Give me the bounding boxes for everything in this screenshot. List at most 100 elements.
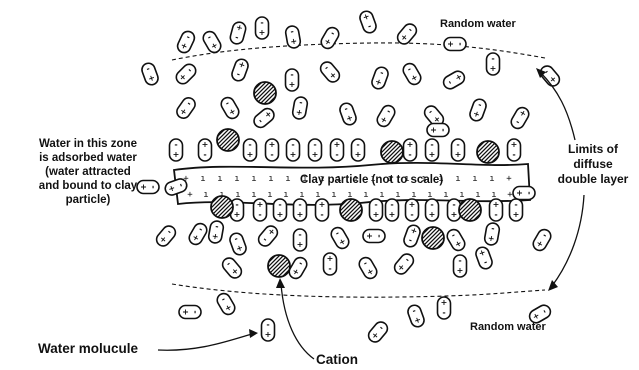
adsorbed-water-note-line: and bound to clay xyxy=(8,179,168,193)
svg-text:+: + xyxy=(297,210,304,219)
water-molecule: +- xyxy=(406,303,426,328)
adsorbed-water-note-line: particle) xyxy=(8,193,168,207)
svg-text:-: - xyxy=(430,200,433,209)
water-molecule: +- xyxy=(513,187,535,200)
svg-text:+: + xyxy=(312,150,319,159)
svg-text:-: - xyxy=(514,200,517,209)
svg-text:+: + xyxy=(173,150,180,159)
svg-text:-: - xyxy=(452,200,455,209)
water-molecule: +- xyxy=(375,103,397,129)
water-molecule: +- xyxy=(452,139,465,161)
svg-text:-: - xyxy=(291,140,294,149)
adsorbed-water-note: Water in this zone is adsorbed water (wa… xyxy=(8,137,168,207)
svg-text:+: + xyxy=(202,140,209,149)
water-molecule: +- xyxy=(208,220,225,244)
water-molecule: +- xyxy=(318,59,342,84)
clay-charge-mark: ı xyxy=(234,174,239,184)
limits-note-line: diffuse xyxy=(548,157,638,172)
water-molecule: +- xyxy=(338,101,358,126)
water-molecule: +- xyxy=(445,227,467,253)
water-molecule: +- xyxy=(484,222,501,246)
clay-charge-mark: ı xyxy=(331,190,336,200)
water-molecule: +- xyxy=(287,139,300,161)
adsorbed-water-note-line: Water in this zone xyxy=(8,137,168,151)
clay-charge-mark: ı xyxy=(489,174,494,184)
clay-charge-mark: + xyxy=(187,190,193,200)
water-molecule: +- xyxy=(274,199,287,221)
water-molecule: +- xyxy=(199,139,212,161)
water-molecule: +- xyxy=(174,62,199,87)
svg-text:+: + xyxy=(355,150,362,159)
water-molecule: +- xyxy=(215,291,237,317)
svg-text:+: + xyxy=(297,240,304,249)
water-molecule: +- xyxy=(366,319,390,344)
clay-charge-mark: ı xyxy=(200,174,205,184)
water-molecule: +- xyxy=(426,199,439,221)
svg-text:-: - xyxy=(290,70,293,79)
svg-text:-: - xyxy=(313,140,316,149)
svg-text:+: + xyxy=(429,150,436,159)
svg-text:-: - xyxy=(456,42,465,45)
svg-text:+: + xyxy=(451,210,458,219)
water-molecule: +- xyxy=(179,306,201,319)
svg-text:-: - xyxy=(458,256,461,265)
limits-note-line: Limits of xyxy=(548,142,638,157)
svg-text:-: - xyxy=(278,200,281,209)
svg-text:+: + xyxy=(373,210,380,219)
water-molecule: +- xyxy=(220,255,244,280)
water-molecule: +- xyxy=(170,139,183,161)
svg-text:+: + xyxy=(513,210,520,219)
svg-text:+: + xyxy=(259,28,266,37)
water-molecule: +- xyxy=(487,53,500,75)
clay-charge-mark: ı xyxy=(455,174,460,184)
water-molecule: +- xyxy=(319,25,341,51)
water-molecule: +- xyxy=(531,227,553,253)
clay-charge-mark: ı xyxy=(251,174,256,184)
svg-text:+: + xyxy=(407,140,414,149)
svg-text:-: - xyxy=(235,200,238,209)
svg-text:-: - xyxy=(494,210,497,219)
cation-pointer xyxy=(276,278,314,359)
water-molecule: +- xyxy=(427,124,449,137)
svg-text:-: - xyxy=(174,140,177,149)
clay-charge-mark: ı xyxy=(443,190,448,200)
water-molecule: +- xyxy=(406,199,419,221)
adsorbed-water-note-line: (water attracted xyxy=(8,165,168,179)
svg-text:-: - xyxy=(203,150,206,159)
adsorbed-water-note-line: is adsorbed water xyxy=(8,151,168,165)
water-molecule: +- xyxy=(285,25,302,49)
svg-text:-: - xyxy=(375,234,384,237)
svg-text:+: + xyxy=(269,140,276,149)
water-molecule: +- xyxy=(438,297,451,319)
svg-text:+: + xyxy=(290,150,297,159)
svg-text:-: - xyxy=(298,200,301,209)
water-molecule: +- xyxy=(402,223,422,248)
svg-text:+: + xyxy=(181,309,190,316)
water-molecule: +- xyxy=(187,221,209,247)
svg-text:-: - xyxy=(408,150,411,159)
water-molecule: +- xyxy=(329,225,351,251)
cation-arrow-head xyxy=(276,278,285,288)
water-molecule: +- xyxy=(316,199,329,221)
svg-text:-: - xyxy=(410,210,413,219)
water-molecule: +- xyxy=(490,199,503,221)
svg-text:-: - xyxy=(266,320,269,329)
svg-text:-: - xyxy=(191,310,200,313)
svg-text:-: - xyxy=(328,264,331,273)
water-molecule: +- xyxy=(426,139,439,161)
svg-text:+: + xyxy=(265,330,272,339)
clay-charge-mark: ı xyxy=(203,190,208,200)
random-water-label-top: Random water xyxy=(440,18,516,30)
clay-charge-mark: ı xyxy=(217,174,222,184)
water-molecule-label: Water molucule xyxy=(38,341,138,356)
water-molecule: +- xyxy=(140,61,160,86)
water-molecule-pointer xyxy=(158,329,258,350)
svg-text:+: + xyxy=(490,64,497,73)
water-molecule: +- xyxy=(219,95,241,121)
svg-text:+: + xyxy=(389,210,396,219)
water-molecule: +- xyxy=(251,106,276,130)
svg-text:+: + xyxy=(334,140,341,149)
water-molecule: +- xyxy=(454,255,467,277)
svg-text:-: - xyxy=(248,140,251,149)
water-molecule: +- xyxy=(363,230,385,243)
